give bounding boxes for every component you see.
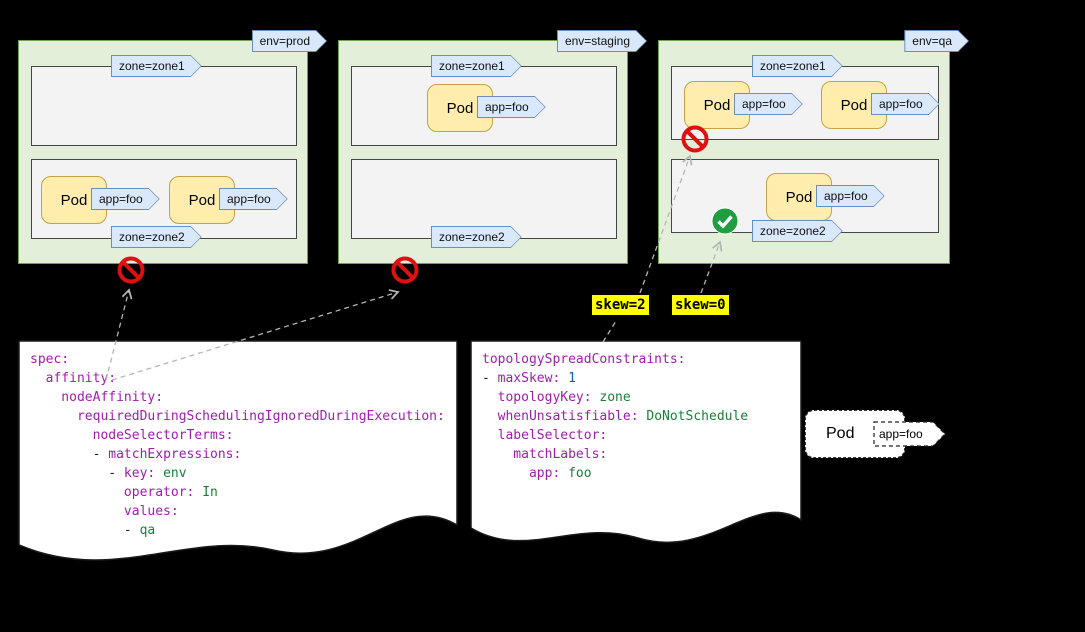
pending-pod-label-tag: app=foo — [873, 421, 946, 447]
skew-0-label: skew=0 — [672, 295, 729, 315]
cluster-qa: env=qa zone=zone1 zone=zone2 Pod app=foo… — [658, 40, 950, 264]
pod-label: app=foo — [478, 97, 545, 117]
rejected-icon — [391, 256, 419, 284]
pod-label-tag: app=foo — [219, 188, 288, 210]
zone2-label: zone=zone2 — [432, 227, 521, 247]
pod-label: app=foo — [817, 186, 884, 206]
zone2-label: zone=zone2 — [112, 227, 201, 247]
rejected-icon — [117, 256, 145, 284]
accepted-icon — [711, 207, 739, 235]
zone1-label-tag: zone=zone1 — [111, 55, 202, 77]
zone2-label-tag: zone=zone2 — [431, 226, 522, 248]
pod-label-tag: app=foo — [871, 93, 940, 115]
env-label-tag: env=prod — [252, 30, 327, 52]
pod-label: app=foo — [92, 189, 159, 209]
pod-label-tag: app=foo — [816, 185, 885, 207]
env-label: env=qa — [905, 31, 968, 51]
pod-label: app=foo — [735, 94, 802, 114]
env-label-tag: env=staging — [557, 30, 647, 52]
pod-label-tag: app=foo — [91, 188, 160, 210]
zone1-label: zone=zone1 — [432, 56, 521, 76]
env-label-tag: env=qa — [904, 30, 969, 52]
zone2-label-tag: zone=zone2 — [752, 220, 843, 242]
zone2-label: zone=zone2 — [753, 221, 842, 241]
cluster-staging: env=staging zone=zone1 zone=zone2 Pod ap… — [338, 40, 628, 264]
affinity-yaml-doc: spec: affinity: nodeAffinity: requiredDu… — [18, 340, 458, 575]
zone1-box — [31, 66, 297, 146]
zone1-label: zone=zone1 — [112, 56, 201, 76]
pod-label: app=foo — [220, 189, 287, 209]
pending-pod-label: app=foo — [879, 427, 923, 441]
zone1-label-tag: zone=zone1 — [752, 55, 843, 77]
env-label: env=prod — [253, 31, 326, 51]
env-label: env=staging — [558, 31, 646, 51]
topology-yaml-code: topologySpreadConstraints:- maxSkew: 1 t… — [482, 352, 749, 481]
zone1-box — [351, 66, 617, 146]
zone2-label-tag: zone=zone2 — [111, 226, 202, 248]
zone1-label-tag: zone=zone1 — [431, 55, 522, 77]
zone2-box — [351, 159, 617, 239]
affinity-yaml-code: spec: affinity: nodeAffinity: requiredDu… — [30, 352, 445, 538]
skew-2-label: skew=2 — [592, 295, 649, 315]
torn-paper-shape — [18, 340, 458, 561]
pod-label-tag: app=foo — [734, 93, 803, 115]
pod-label: app=foo — [872, 94, 939, 114]
topology-yaml-doc: topologySpreadConstraints:- maxSkew: 1 t… — [470, 340, 802, 575]
rejected-icon — [681, 125, 709, 153]
torn-paper-shape — [470, 340, 802, 544]
pod-label-tag: app=foo — [477, 96, 546, 118]
cluster-prod: env=prod zone=zone1 zone=zone2 Pod app=f… — [18, 40, 308, 264]
zone1-label: zone=zone1 — [753, 56, 842, 76]
